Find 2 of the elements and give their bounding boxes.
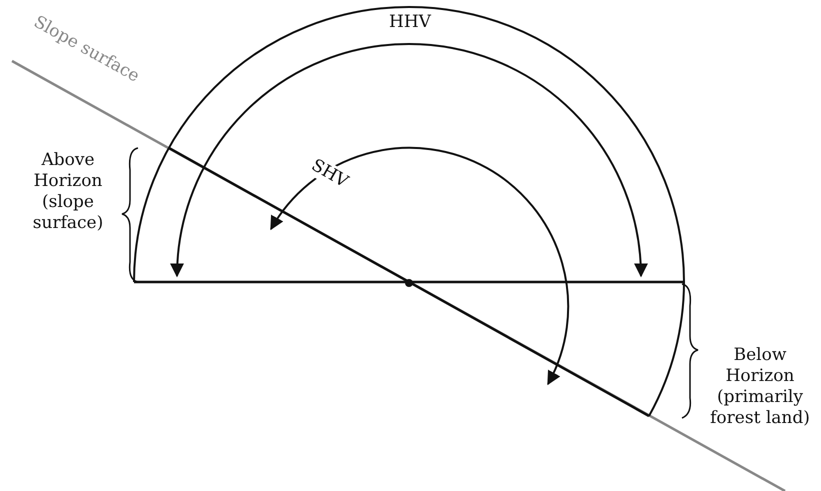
region-label: Above Horizon (slope surface)	[32, 150, 104, 234]
region-label: Below Horizon (primarily forest land)	[709, 345, 811, 429]
